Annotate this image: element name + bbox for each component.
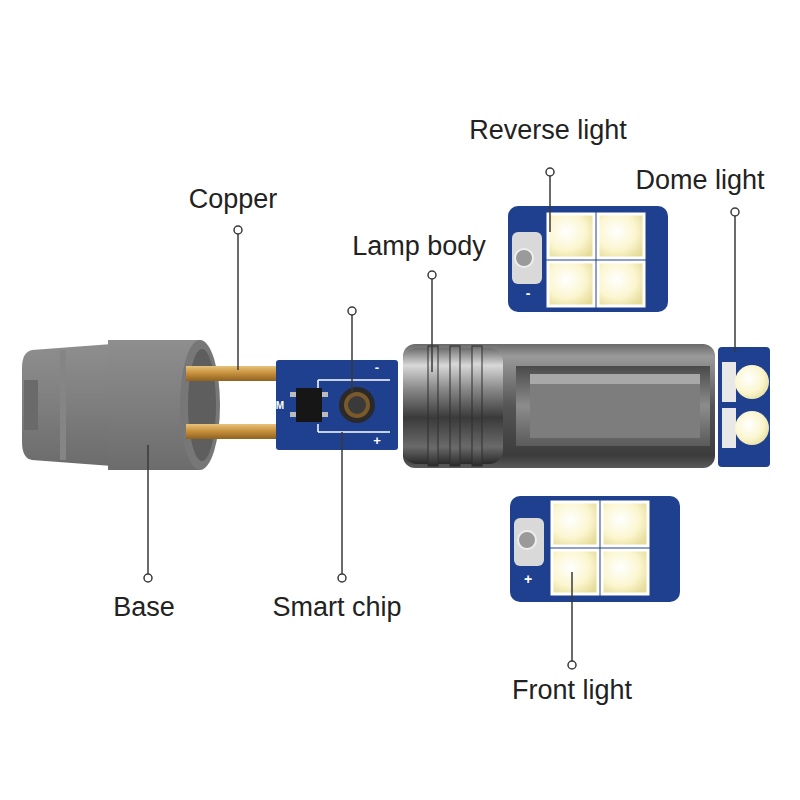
dome-light-board bbox=[718, 347, 770, 467]
reverse-light-board bbox=[508, 206, 668, 312]
part-label: Dome light bbox=[635, 166, 764, 196]
part-label: Reverse light bbox=[469, 116, 627, 146]
part-label: Base bbox=[113, 593, 175, 623]
part-label: Lamp body bbox=[352, 232, 486, 262]
board-mark: M bbox=[276, 400, 284, 411]
polarity-mark: - bbox=[375, 361, 379, 375]
leader-lines bbox=[144, 168, 739, 669]
part-label: Front light bbox=[512, 676, 632, 706]
part-label: Smart chip bbox=[272, 593, 401, 623]
copper-contacts bbox=[186, 366, 282, 439]
base-part bbox=[22, 340, 220, 470]
front-light-board bbox=[510, 496, 680, 602]
part-label: Copper bbox=[189, 185, 278, 215]
smart-chip-board bbox=[276, 360, 398, 450]
polarity-mark: - bbox=[526, 286, 531, 301]
polarity-mark: + bbox=[373, 434, 381, 448]
polarity-mark: + bbox=[524, 572, 532, 587]
lamp-body-part bbox=[403, 344, 715, 468]
